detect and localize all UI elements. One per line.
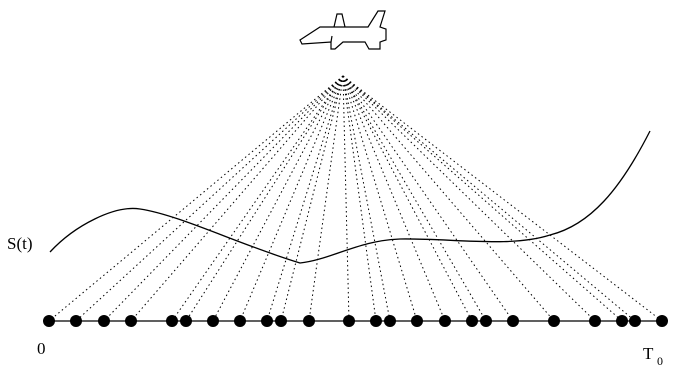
- sampling-ray: [171, 75, 344, 322]
- sampling-ray: [130, 75, 344, 322]
- sampling-ray: [239, 75, 344, 322]
- sample-dot: [548, 315, 560, 327]
- sampling-ray: [342, 75, 487, 322]
- sampling-ray: [342, 75, 596, 322]
- sample-dot: [439, 315, 451, 327]
- sample-dot: [384, 315, 396, 327]
- sample-dot: [70, 315, 82, 327]
- sample-dot: [370, 315, 382, 327]
- sample-dot: [43, 315, 55, 327]
- sampling-rays: [48, 75, 663, 322]
- sample-dot: [343, 315, 355, 327]
- sample-dot: [589, 315, 601, 327]
- sampling-ray: [185, 75, 344, 322]
- sampling-ray: [75, 75, 344, 322]
- sample-dot: [275, 315, 287, 327]
- sample-dot: [166, 315, 178, 327]
- sample-dot: [656, 315, 668, 327]
- sample-dot: [180, 315, 192, 327]
- sample-dot: [616, 315, 628, 327]
- signal-curve: [49, 130, 651, 264]
- sampling-ray: [342, 75, 623, 322]
- sample-dot: [629, 315, 641, 327]
- sample-dot: [261, 315, 273, 327]
- sampling-ray: [103, 75, 344, 322]
- sampling-ray: [308, 75, 344, 322]
- end-label: T: [643, 344, 654, 363]
- sample-dot: [207, 315, 219, 327]
- sample-dots: [43, 315, 668, 327]
- sampling-ray: [342, 75, 636, 322]
- sampling-ray: [342, 75, 514, 322]
- sample-dot: [303, 315, 315, 327]
- sampling-ray: [342, 75, 555, 322]
- sampling-ray: [342, 75, 391, 322]
- sampling-ray: [342, 75, 663, 322]
- sampling-ray: [266, 75, 344, 322]
- sample-dot: [234, 315, 246, 327]
- sampling-ray: [342, 75, 446, 322]
- sampling-ray: [48, 75, 344, 322]
- sample-dot: [507, 315, 519, 327]
- start-label: 0: [37, 339, 46, 358]
- sampling-ray: [342, 75, 418, 322]
- sampling-ray: [342, 75, 377, 322]
- signal-label: S(t): [7, 234, 33, 253]
- sample-dot: [125, 315, 137, 327]
- sample-dot: [411, 315, 423, 327]
- sample-dot: [98, 315, 110, 327]
- sampling-ray: [342, 75, 350, 322]
- sampling-ray: [212, 75, 344, 322]
- sample-dot: [480, 315, 492, 327]
- sampling-ray: [280, 75, 344, 322]
- end-label-subscript: 0: [657, 354, 663, 368]
- sample-dot: [466, 315, 478, 327]
- airplane-icon: [299, 10, 387, 50]
- sampling-ray: [342, 75, 473, 322]
